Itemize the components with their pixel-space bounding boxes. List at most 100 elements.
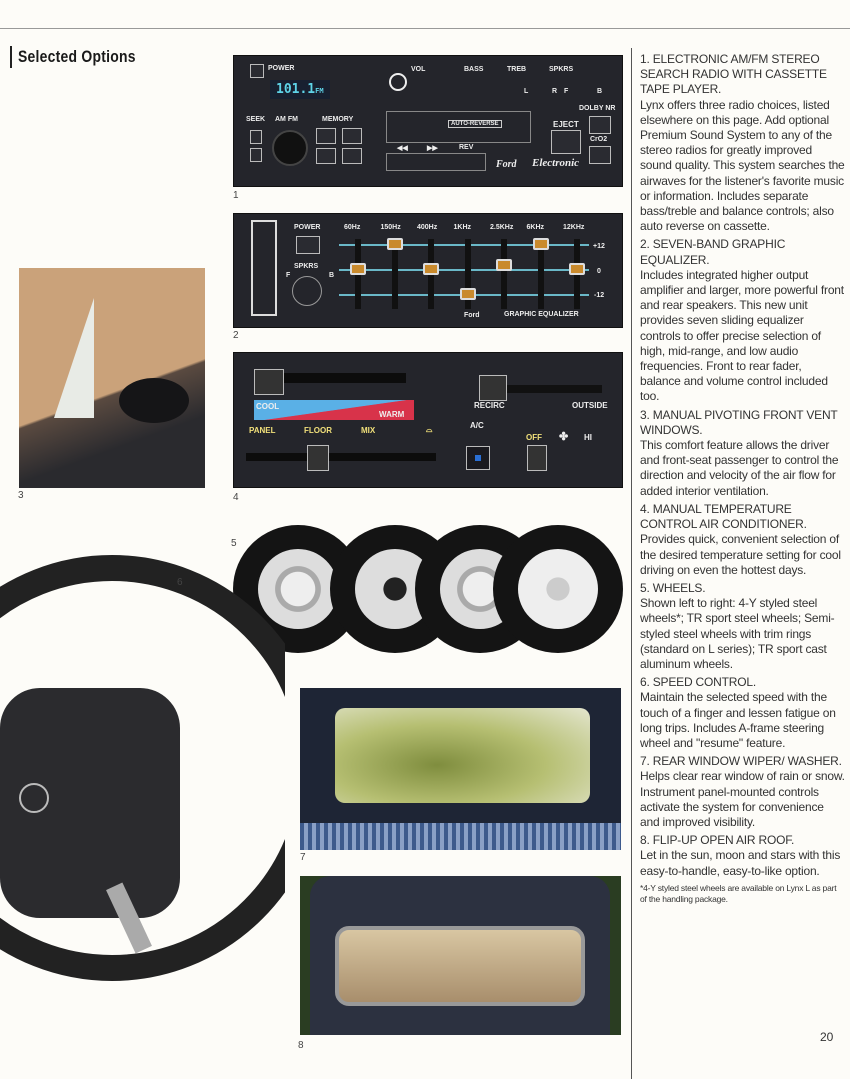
section-4: 4. MANUAL TEMPERATURE CONTROL AIR CONDIT… bbox=[640, 502, 845, 578]
eq-slider-knob bbox=[532, 238, 549, 250]
steering-wheel-rim bbox=[0, 555, 285, 981]
eq-power-label: POWER bbox=[294, 224, 321, 231]
speed-control-switch bbox=[106, 882, 152, 954]
side-mirror bbox=[119, 378, 189, 423]
section-body: Helps clear rear window of rain or snow.… bbox=[640, 769, 845, 829]
section-2: 2. SEVEN-BAND GRAPHIC EQUALIZER.Includes… bbox=[640, 237, 845, 404]
radio-power-button bbox=[250, 64, 264, 78]
radio-photo: POWER 101.1FM VOL BASS TREB SPKRS L R F … bbox=[233, 55, 623, 187]
title-accent-bar bbox=[10, 46, 12, 68]
fast-forward-label: ▶▶ bbox=[427, 145, 438, 152]
eq-slider-track bbox=[464, 239, 471, 309]
lynx-emblem bbox=[19, 783, 49, 813]
eq-band-label: 12KHz bbox=[563, 224, 585, 231]
floor-label: FLOOR bbox=[304, 426, 332, 435]
electronic-logo: Electronic bbox=[532, 157, 580, 169]
section-3: 3. MANUAL PIVOTING FRONT VENT WINDOWS.Th… bbox=[640, 408, 845, 499]
section-body: Provides quick, convenient selection of … bbox=[640, 532, 841, 577]
vol-label: VOL bbox=[411, 66, 426, 73]
caption-4: 4 bbox=[233, 492, 239, 503]
seek-up-button bbox=[250, 130, 262, 144]
eq-name-label: GRAPHIC EQUALIZER bbox=[504, 311, 579, 318]
eq-band-label: 150Hz bbox=[380, 224, 401, 231]
section-body: Maintain the selected speed with the tou… bbox=[640, 690, 836, 750]
eq-slider-knob bbox=[459, 288, 476, 300]
eq-band-label: 6KHz bbox=[526, 224, 545, 231]
memory-button-1 bbox=[316, 128, 336, 144]
caption-5: 5 bbox=[231, 538, 237, 549]
eject-label: EJECT bbox=[553, 120, 579, 129]
eq-band-label: 2.5KHz bbox=[490, 224, 514, 231]
equalizer-photo: POWER SPKRS F B +12 0 -12 Ford GRAPHIC E… bbox=[233, 213, 623, 328]
steering-wheel-photo bbox=[0, 555, 285, 981]
b-label: B bbox=[597, 88, 603, 95]
eq-grid-line bbox=[339, 269, 589, 271]
recirc-slider-track bbox=[482, 385, 602, 393]
eq-slider-knob bbox=[386, 238, 403, 250]
mix-label: MIX bbox=[361, 426, 376, 435]
section-body: This comfort feature allows the driver a… bbox=[640, 438, 839, 498]
dolby-button bbox=[589, 116, 611, 134]
section-body: Includes integrated higher output amplif… bbox=[640, 267, 844, 404]
temp-slider-handle bbox=[254, 369, 284, 395]
fan-icon: ✤ bbox=[559, 431, 569, 443]
section-8: 8. FLIP-UP OPEN AIR ROOF.Let in the sun,… bbox=[640, 833, 845, 879]
cro2-button bbox=[589, 146, 611, 164]
fan-slider-handle bbox=[527, 445, 547, 471]
section-5: 5. WHEELS.Shown left to right: 4-Y style… bbox=[640, 581, 845, 672]
eq-spkrs-label: SPKRS bbox=[294, 263, 319, 270]
recirc-label: RECIRC bbox=[474, 401, 505, 410]
memory-button-4 bbox=[342, 148, 362, 164]
eq-slider-knob bbox=[423, 263, 439, 275]
eq-slider-knob bbox=[569, 263, 585, 275]
defrost-icon: ⌓ bbox=[426, 425, 433, 434]
section-7: 7. REAR WINDOW WIPER/ WASHER.Helps clear… bbox=[640, 754, 845, 830]
roof-opening bbox=[335, 926, 585, 1006]
f-label: F bbox=[564, 88, 569, 95]
fader-knob bbox=[292, 276, 322, 306]
eq-band-label: 400Hz bbox=[417, 224, 438, 231]
eq-slider-knob bbox=[496, 258, 512, 271]
r-label: R bbox=[552, 88, 558, 95]
steering-wheel-hub bbox=[0, 688, 180, 918]
climate-control-photo: COOL WARM RECIRC OUTSIDE PANEL FLOOR MIX… bbox=[233, 352, 623, 488]
eq-band-label: 1KHz bbox=[453, 224, 472, 231]
eq-slider-track bbox=[537, 239, 544, 309]
temp-slider-track bbox=[256, 373, 406, 383]
page-title: Selected Options bbox=[18, 47, 136, 66]
seek-down-button bbox=[250, 148, 262, 162]
mode-slider-track bbox=[246, 453, 436, 461]
rewind-label: ◀◀ bbox=[397, 145, 408, 152]
eq-power-button bbox=[296, 236, 320, 254]
open-air-roof-photo bbox=[300, 876, 621, 1035]
section-heading: 2. SEVEN-BAND GRAPHIC EQUALIZER. bbox=[640, 237, 786, 267]
eq-grid-line bbox=[339, 244, 589, 246]
treb-label: TREB bbox=[507, 66, 527, 73]
ford-logo: Ford bbox=[496, 159, 517, 170]
eq-f-label: F bbox=[286, 272, 291, 279]
ac-label: A/C bbox=[470, 421, 484, 430]
eq-ford-logo: Ford bbox=[464, 312, 480, 319]
mode-slider-handle bbox=[307, 445, 329, 471]
rear-window-glass bbox=[335, 708, 590, 803]
eq-slider-track bbox=[391, 239, 398, 309]
volume-knob bbox=[389, 73, 407, 91]
caption-1: 1 bbox=[233, 190, 239, 201]
caption-3: 3 bbox=[18, 490, 24, 501]
wheel-tr-sport-aluminum bbox=[493, 525, 623, 653]
section-heading: 8. FLIP-UP OPEN AIR ROOF. bbox=[640, 833, 795, 848]
section-body: Lynx offers three radio choices, listed … bbox=[640, 97, 845, 234]
radio-display: 101.1FM bbox=[270, 80, 330, 99]
caption-6: 6 bbox=[177, 577, 183, 588]
section-1: 1. ELECTRONIC AM/FM STEREO SEARCH RADIO … bbox=[640, 52, 845, 234]
memory-label: MEMORY bbox=[322, 116, 354, 123]
recirc-slider-handle bbox=[479, 375, 507, 401]
radio-band: FM bbox=[315, 87, 324, 95]
caption-8: 8 bbox=[298, 1040, 304, 1051]
transport-buttons bbox=[386, 153, 486, 171]
rear-window-photo bbox=[300, 688, 621, 850]
ac-button bbox=[466, 446, 490, 470]
l-label: L bbox=[524, 88, 529, 95]
radio-power-label: POWER bbox=[268, 65, 295, 72]
eq-slider-track bbox=[501, 239, 507, 309]
